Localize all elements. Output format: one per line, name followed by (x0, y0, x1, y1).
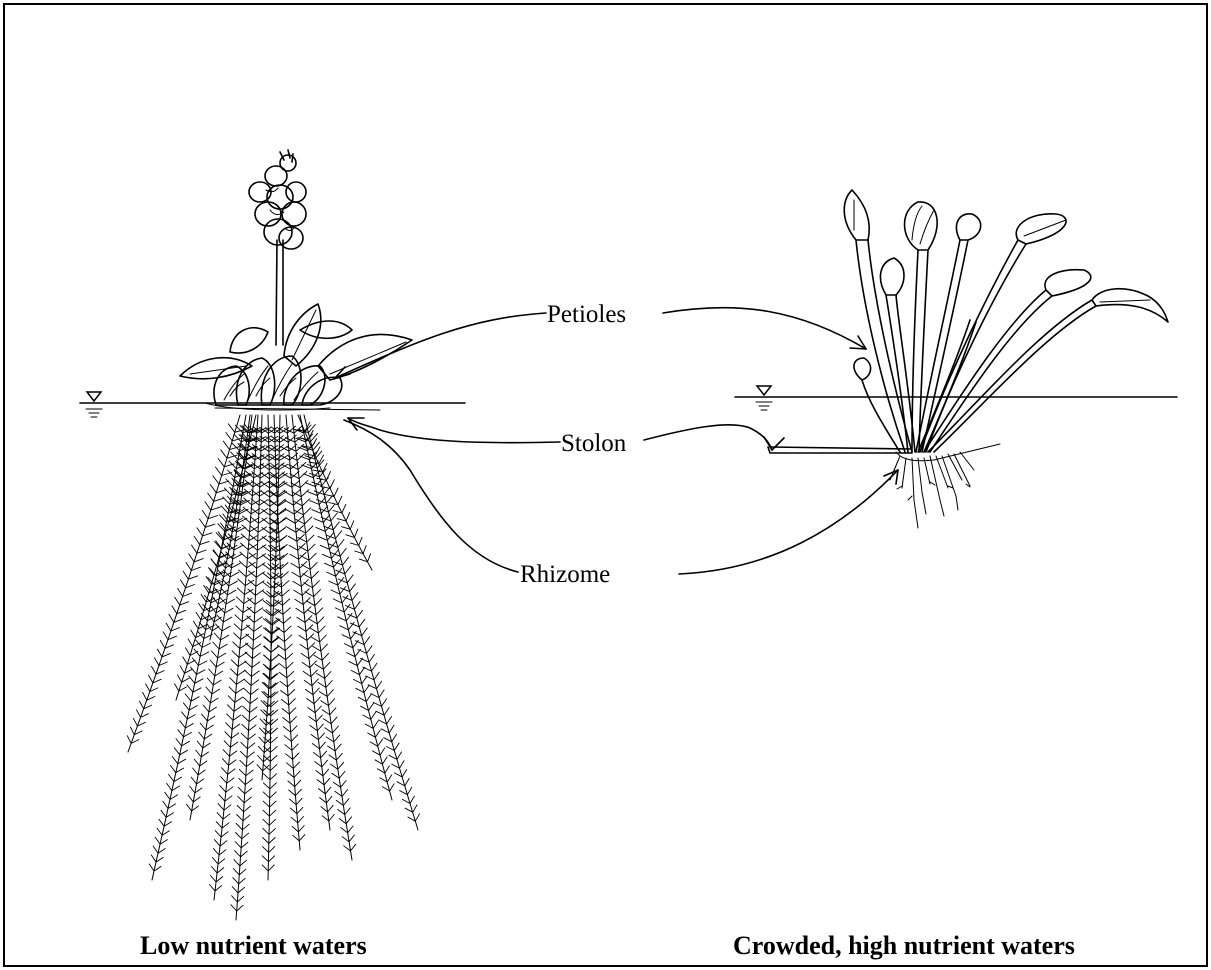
petioles-callout: Petioles (335, 301, 866, 378)
rhizome-leader-right (679, 470, 898, 574)
right-root-system (888, 444, 1000, 528)
root-strand (304, 415, 418, 830)
root-hairs (231, 427, 271, 911)
root-hairs (298, 425, 419, 822)
root-strand (268, 415, 271, 880)
left-feathery-roots (127, 415, 419, 920)
root-strand (300, 415, 392, 800)
root-hairs (294, 425, 394, 791)
petioles-leader-right (663, 308, 866, 349)
right-stolon (768, 447, 912, 453)
rhizome-label: Rhizome (520, 561, 610, 588)
left-flower-spike (249, 150, 306, 345)
figure-frame (4, 4, 1207, 966)
arrowhead-icon (764, 437, 784, 450)
right-water-surface (735, 386, 1177, 410)
stolon-leader-right (644, 425, 772, 450)
petioles-leader-left (335, 313, 546, 378)
caption-low-nutrient: Low nutrient waters (140, 931, 367, 960)
right-plant-illustration (735, 190, 1177, 528)
stolon-callout: Stolon (348, 418, 784, 457)
left-leaf-rosette (180, 304, 412, 405)
petioles-label: Petioles (547, 301, 626, 328)
left-plant-illustration (80, 150, 465, 920)
root-strand (292, 415, 352, 860)
root-strand (236, 415, 262, 920)
caption-high-nutrient: Crowded, high nutrient waters (733, 931, 1075, 960)
stolon-label: Stolon (561, 430, 627, 457)
water-level-triangle-icon (757, 386, 771, 395)
right-elongated-petioles (844, 190, 1168, 452)
root-hairs (278, 426, 334, 821)
water-level-triangle-icon (87, 392, 101, 401)
root-hairs (257, 427, 289, 771)
